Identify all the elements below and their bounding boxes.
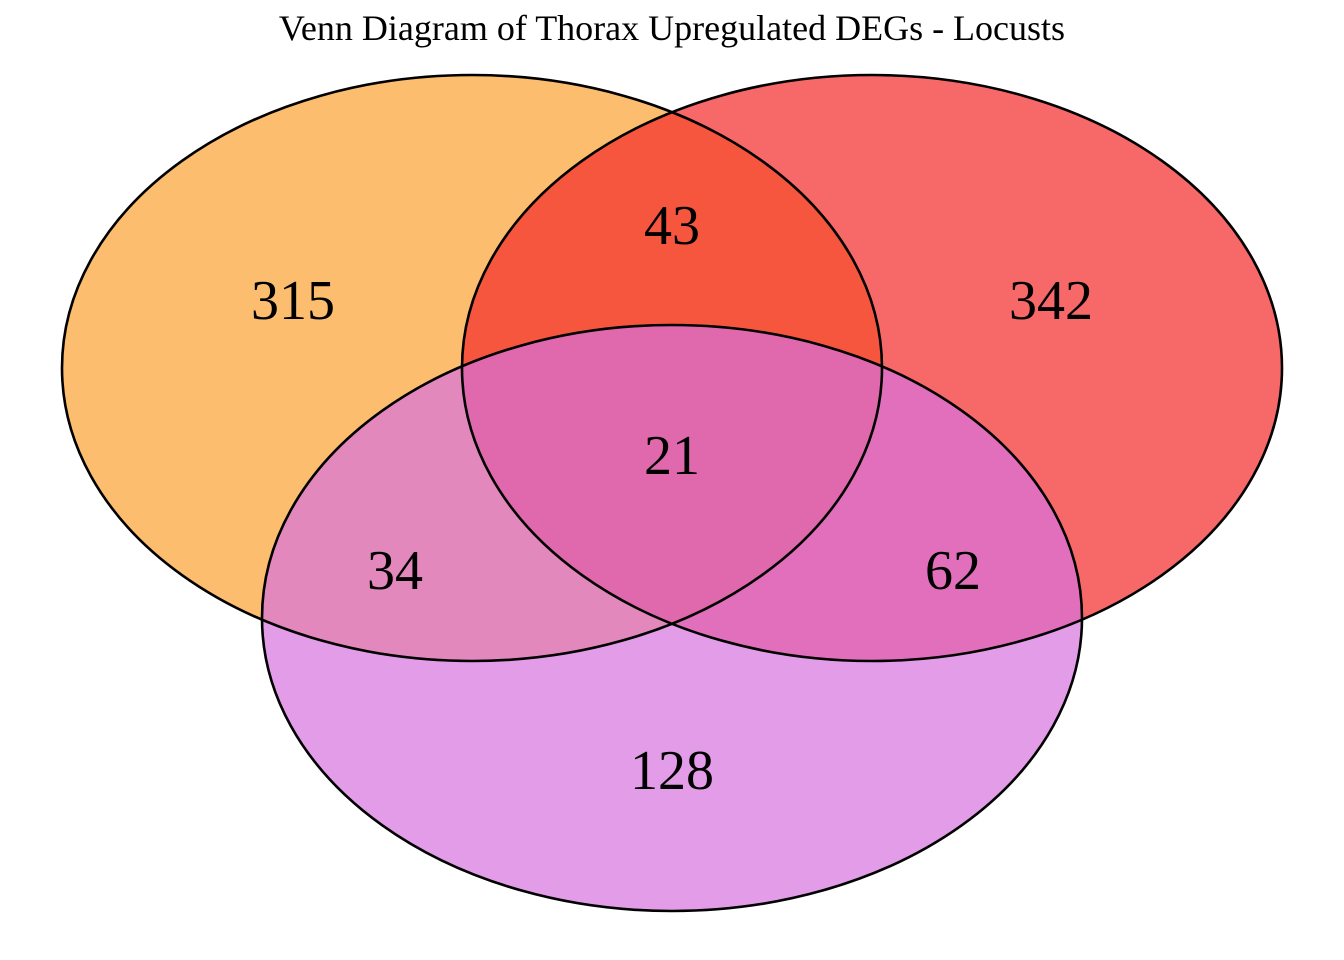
set-c-ellipse-outline [260, 323, 1084, 913]
set-c-ellipse-fill [262, 325, 1082, 911]
count-set-c-only: 128 [630, 740, 714, 802]
set-a-ellipse-outline [60, 73, 884, 663]
count-set-a-only: 315 [251, 270, 335, 332]
set-b-ellipse-outline [460, 73, 1284, 663]
venn-fills [62, 75, 1282, 911]
count-a-intersect-b: 43 [644, 195, 700, 257]
count-a-intersect-c: 34 [367, 540, 423, 602]
venn-outlines [60, 73, 1284, 913]
count-b-intersect-c: 62 [925, 540, 981, 602]
chart-title: Venn Diagram of Thorax Upregulated DEGs … [279, 8, 1065, 48]
count-set-b-only: 342 [1009, 270, 1093, 332]
count-center-intersection: 21 [644, 425, 700, 487]
